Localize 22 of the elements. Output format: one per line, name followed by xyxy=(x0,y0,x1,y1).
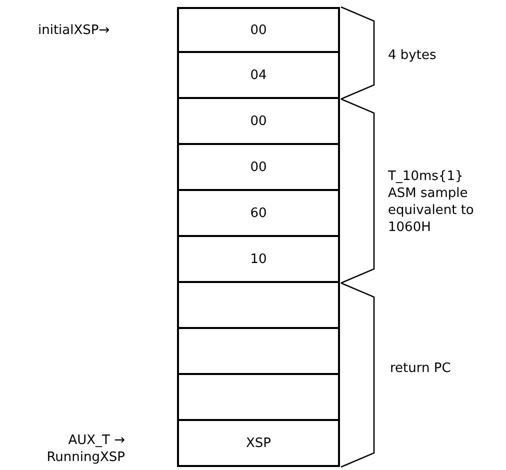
memory-cell xyxy=(177,143,340,191)
cell-value: 10 xyxy=(250,252,267,266)
cell-value: 04 xyxy=(250,68,267,82)
cell-value: 60 xyxy=(250,206,267,220)
memory-cell xyxy=(177,235,340,283)
memory-cell xyxy=(177,419,340,467)
brace-label: return PC xyxy=(390,360,452,377)
pointer-label: AUX_T → RunningXSP xyxy=(46,432,125,466)
memory-cell xyxy=(177,189,340,237)
memory-cell xyxy=(177,7,340,53)
memory-cell xyxy=(177,97,340,145)
empty-memory-cell xyxy=(177,281,340,329)
cell-value: 00 xyxy=(250,160,267,174)
cell-value: XSP xyxy=(246,436,271,450)
cell-value: 00 xyxy=(250,114,267,128)
empty-memory-cell xyxy=(177,327,340,375)
brace-label: T_10ms{1} ASM sample equivalent to 1060H xyxy=(388,168,475,236)
memory-cell xyxy=(177,51,340,99)
brace-label: 4 bytes xyxy=(388,47,438,64)
empty-memory-cell xyxy=(177,373,340,421)
pointer-label: initialXSP→ xyxy=(38,22,111,39)
cell-value: 00 xyxy=(250,22,267,38)
